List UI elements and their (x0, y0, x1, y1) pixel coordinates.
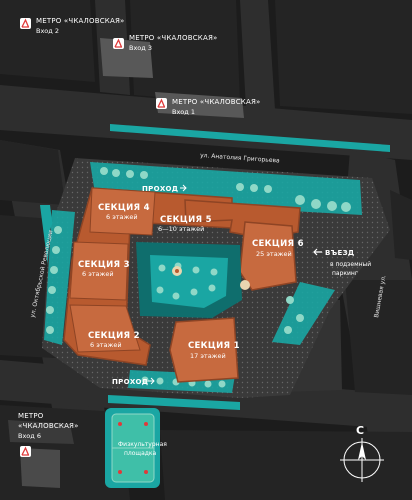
buildings (63, 187, 301, 383)
section-3-floors: 6 этажей (82, 270, 114, 278)
metro-entrance-2[interactable] (20, 18, 31, 29)
metro-2-title: МЕТРО «ЧКАЛОВСКАЯ» (36, 17, 125, 25)
section-3-title: СЕКЦИЯ 3 (78, 260, 130, 270)
section-6-floors: 25 этажей (256, 250, 292, 258)
section-4-title: СЕКЦИЯ 4 (98, 203, 150, 213)
compass-letter: С (356, 424, 364, 437)
section-5-title: СЕКЦИЯ 5 (160, 215, 212, 225)
sports-ground[interactable] (105, 408, 160, 488)
metro-entrance-1[interactable] (156, 98, 167, 109)
entrance-line2: паркинг (332, 270, 358, 277)
compass: С (340, 424, 384, 482)
metro-icon (157, 98, 166, 108)
metro-1-title: МЕТРО «ЧКАЛОВСКАЯ» (172, 98, 261, 106)
section-1-floors: 17 этажей (190, 352, 226, 360)
section-1-title: СЕКЦИЯ 1 (188, 341, 240, 351)
metro-6-title-line2: «ЧКАЛОВСКАЯ» (18, 422, 79, 430)
building-section-6[interactable] (239, 221, 297, 291)
sports-line2: площадка (124, 450, 157, 457)
arrow-right-icon (148, 377, 155, 385)
sports-line1: Физкультурная (118, 441, 167, 448)
section-2-floors: 6 этажей (90, 341, 122, 349)
section-4-floors: 6 этажей (106, 213, 138, 221)
arrow-right-icon (180, 184, 187, 192)
metro-3-sub: Вход 3 (129, 44, 152, 52)
north-arrow-icon (358, 442, 366, 460)
metro-entrance-3[interactable] (113, 38, 124, 49)
section-5-floors: 6—10 этажей (158, 225, 204, 233)
section-6-title: СЕКЦИЯ 6 (252, 239, 304, 249)
passage-bottom-label: ПРОХОД (112, 378, 148, 386)
metro-icon (114, 38, 123, 48)
metro-2-sub: Вход 2 (36, 27, 59, 35)
playground-icon (240, 280, 250, 290)
metro-entrance-6[interactable] (20, 446, 31, 457)
entrance-title: ВЪЕЗД (325, 249, 354, 257)
metro-icon (21, 446, 30, 456)
metro-6-title-line1: МЕТРО (18, 412, 44, 420)
passage-top-label: ПРОХОД (142, 185, 178, 193)
building-section-1[interactable] (169, 317, 239, 383)
metro-1-sub: Вход 1 (172, 108, 195, 116)
section-2-title: СЕКЦИЯ 2 (88, 331, 140, 341)
metro-6-sub: Вход 6 (18, 432, 41, 440)
entrance-line1: в подземный (330, 261, 371, 268)
metro-icon (21, 18, 30, 28)
metro-3-title: МЕТРО «ЧКАЛОВСКАЯ» (129, 34, 218, 42)
arrow-left-icon (313, 248, 322, 256)
